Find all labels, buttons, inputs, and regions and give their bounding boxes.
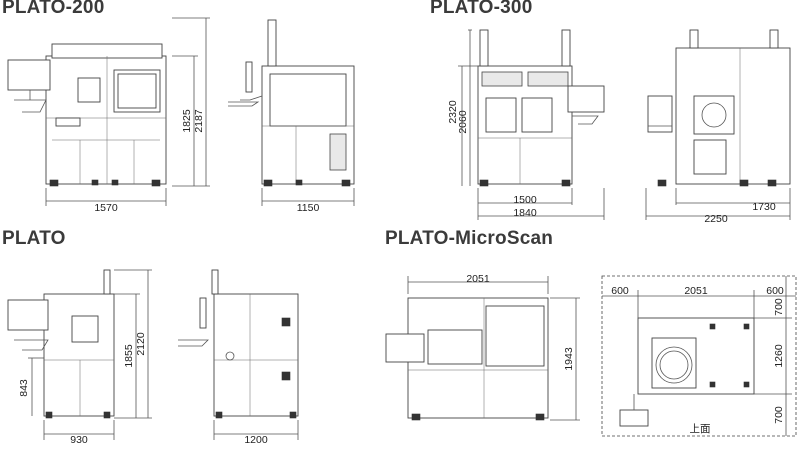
plato-200-title: PLATO-200 bbox=[2, 0, 105, 18]
top-view-left: 600 bbox=[611, 285, 629, 297]
plato-200-side-view: 1150 bbox=[228, 19, 355, 214]
plato-300-front-view: 2320 2060 1500 1840 bbox=[447, 29, 605, 220]
plato-front-h2: 2120 bbox=[135, 332, 147, 356]
top-view-label: 上面 bbox=[690, 423, 711, 435]
microscan-front-width: 2051 bbox=[466, 273, 490, 285]
plato-side-view: 1200 bbox=[178, 269, 299, 446]
plato-200-front-width: 1570 bbox=[94, 202, 118, 214]
microscan-front-height: 1943 bbox=[563, 347, 575, 371]
plato-side-width: 1200 bbox=[244, 434, 268, 446]
plato-300-front-h1: 2320 bbox=[447, 100, 459, 124]
plato-300-side-inner-width: 1730 bbox=[752, 201, 776, 213]
plato-microscan-title: PLATO-MicroScan bbox=[385, 228, 554, 249]
plato-200-front-h2: 2187 bbox=[193, 109, 205, 133]
plato-front-low: 843 bbox=[18, 379, 30, 397]
plato-front-h1: 1855 bbox=[123, 344, 135, 368]
plato-front-view: 843 1855 2120 930 bbox=[7, 269, 152, 446]
plato-200-side-width: 1150 bbox=[297, 202, 320, 214]
top-view-depth-mid: 1260 bbox=[773, 344, 785, 368]
plato-200-front-h1: 1825 bbox=[181, 109, 193, 133]
top-view-right: 600 bbox=[766, 285, 784, 297]
plato-300-front-h2: 2060 bbox=[457, 110, 469, 134]
top-view-depth-bottom: 700 bbox=[773, 406, 785, 424]
plato-300-side-width: 2250 bbox=[704, 213, 728, 225]
top-view-depth-top: 700 bbox=[773, 298, 785, 316]
plato-200-front-view: 1570 1825 2187 bbox=[7, 17, 210, 214]
top-view-center: 2051 bbox=[684, 285, 708, 297]
microscan-front-view: 2051 1943 bbox=[385, 273, 580, 421]
plato-300-front-width: 1840 bbox=[513, 207, 537, 219]
plato-300-front-inner-width: 1500 bbox=[513, 194, 537, 206]
plato-300-title: PLATO-300 bbox=[430, 0, 533, 18]
plato-title: PLATO bbox=[2, 228, 66, 249]
plato-300-side-view: 1730 2250 bbox=[645, 29, 791, 225]
plato-front-width: 930 bbox=[70, 434, 88, 446]
microscan-top-view: 600 2051 600 700 1260 700 上面 bbox=[601, 275, 797, 437]
